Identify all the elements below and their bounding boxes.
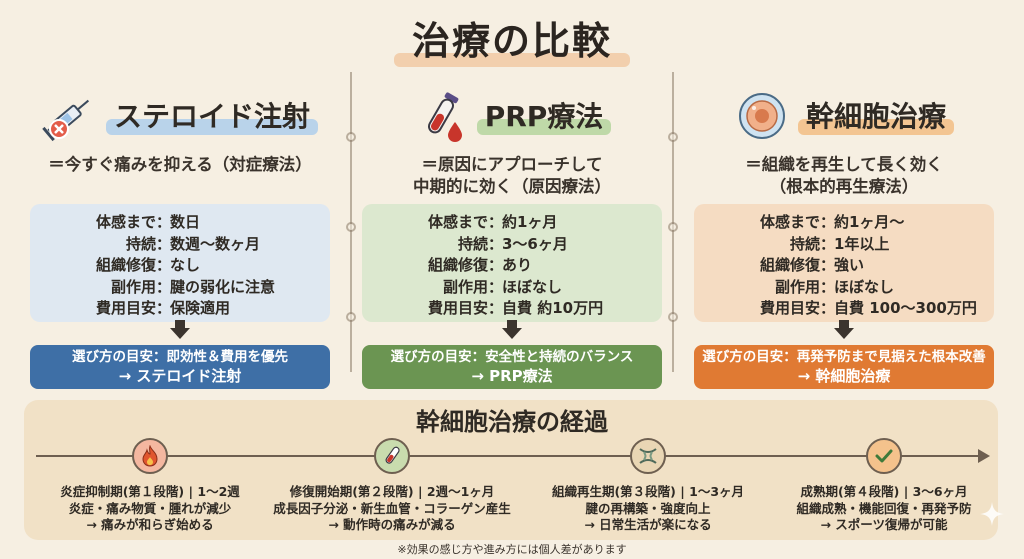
info-row: 持続：3〜6ヶ月: [457, 234, 568, 253]
timeline-title: 幹細胞治療の経過: [416, 408, 608, 436]
arrow-down-icon: [502, 320, 522, 339]
footnote: ※効果の感じ方や進み方には個人差があります: [397, 543, 627, 556]
column-header: PRP療法: [362, 88, 662, 144]
info-box: 体感まで：約1ヶ月 持続：3〜6ヶ月 組織修復：あり 副作用：ほぼなし 費用目安…: [362, 204, 662, 322]
timeline-stage-3: 組織再生期(第３段階) | 1〜3ヶ月 腱の再構築・強度向上 → 日常生活が楽に…: [551, 484, 745, 532]
timeline-stage-4: 成熟期(第４段階) | 3〜6ヶ月 組織成熟・機能回復・再発予防 → スポーツ復…: [796, 484, 972, 532]
column-stem-cell: 幹細胞治療 ＝組織を再生して長く効く （根本的再生療法） 体感まで：約1ヶ月〜 …: [694, 88, 994, 389]
column-steroid: ステロイド注射 ＝今すぐ痛みを抑える（対症療法） 体感まで：数日 持続：数週〜数…: [30, 88, 330, 389]
timeline-stage-2: 修復開始期(第２段階) | 2週〜1ヶ月 成長因子分泌・新生血管・コラーゲン産生…: [273, 484, 511, 532]
column-title: ステロイド注射: [105, 95, 318, 137]
timeline-arrow-icon: [978, 449, 990, 463]
tendon-icon: [630, 438, 666, 474]
info-row: 持続：数週〜数ヶ月: [125, 234, 261, 253]
info-row: 費用目安：自費 100〜300万円: [759, 299, 977, 317]
syringe-icon: [42, 88, 98, 144]
flame-icon: [132, 438, 168, 474]
column-divider: [668, 72, 678, 372]
info-row: 副作用：腱の弱化に注意: [110, 277, 276, 296]
info-row: 体感まで：約1ヶ月: [427, 213, 558, 231]
info-row: 費用目安：保険適用: [95, 299, 231, 317]
guide-box: 選び方の目安：安全性と持続のバランス → PRP療法: [362, 345, 662, 389]
column-divider: [346, 72, 356, 372]
column-subtitle: ＝組織を再生して長く効く （根本的再生療法）: [745, 155, 943, 196]
column-header: ステロイド注射: [30, 88, 330, 144]
title-wrap: 治療の比較: [0, 8, 1024, 71]
timeline-line: [36, 455, 980, 457]
info-row: 体感まで：約1ヶ月〜: [759, 213, 905, 231]
column-subtitle: ＝今すぐ痛みを抑える（対症療法）: [48, 155, 312, 174]
guide-box: 選び方の目安：再発予防まで見据えた根本改善 → 幹細胞治療: [694, 345, 994, 389]
stem-cell-icon: [734, 88, 790, 144]
timeline-stage-1: 炎症抑制期(第１段階) | 1〜2週 炎症・痛み物質・腫れが減少 → 痛みが和ら…: [60, 484, 240, 532]
arrow-down-icon: [170, 320, 190, 339]
info-row: 組織修復：なし: [95, 256, 201, 274]
info-box: 体感まで：約1ヶ月〜 持続：1年以上 組織修復：強い 副作用：ほぼなし 費用目安…: [694, 204, 994, 322]
column-title: 幹細胞治療: [797, 95, 954, 137]
guide-box: 選び方の目安：即効性＆費用を優先 → ステロイド注射: [30, 345, 330, 389]
column-header: 幹細胞治療: [694, 88, 994, 144]
info-row: 組織修復：あり: [427, 256, 533, 274]
sparkle-icon: [978, 500, 1006, 528]
column-prp: PRP療法 ＝原因にアプローチして 中期的に効く（原因療法） 体感まで：約1ヶ月…: [362, 88, 662, 389]
info-row: 体感まで：数日: [95, 213, 201, 231]
info-row: 副作用：ほぼなし: [442, 277, 563, 296]
column-title: PRP療法: [476, 95, 612, 137]
test-tube-icon: [374, 438, 410, 474]
info-row: 組織修復：強い: [759, 256, 865, 274]
page-title: 治療の比較: [393, 8, 631, 71]
check-icon: [866, 438, 902, 474]
timeline-panel: [24, 400, 998, 540]
info-row: 費用目安：自費 約10万円: [427, 299, 604, 317]
column-subtitle: ＝原因にアプローチして 中期的に効く（原因療法）: [413, 155, 611, 196]
info-row: 副作用：ほぼなし: [774, 277, 895, 296]
info-box: 体感まで：数日 持続：数週〜数ヶ月 組織修復：なし 副作用：腱の弱化に注意 費用…: [30, 204, 330, 322]
info-row: 持続：1年以上: [789, 234, 890, 253]
arrow-down-icon: [834, 320, 854, 339]
blood-tube-icon: [413, 88, 469, 144]
